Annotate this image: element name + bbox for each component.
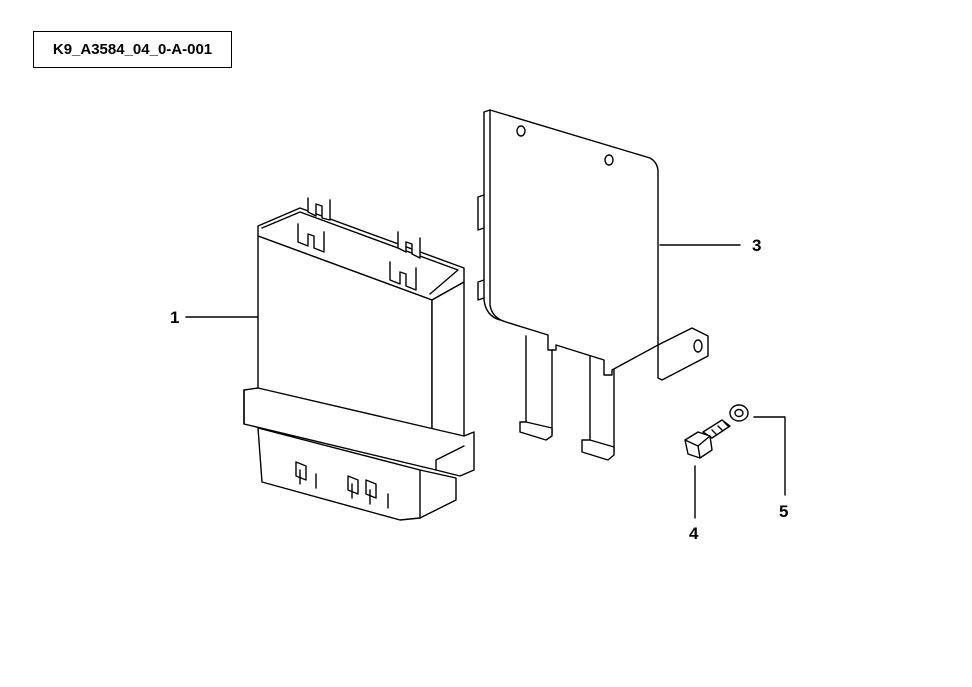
- part-4-hex-bolt: [684, 419, 731, 519]
- part-1-control-module: [185, 197, 475, 521]
- part-3-mounting-bracket: [477, 109, 741, 461]
- callout-5: 5: [779, 502, 788, 521]
- callout-4: 4: [689, 524, 699, 543]
- drawing-id-text: K9_A3584_04_0-A-001: [52, 41, 213, 58]
- part-5-washer: [729, 404, 786, 496]
- callout-1: 1: [170, 308, 179, 327]
- callout-3: 3: [752, 236, 761, 255]
- drawing-id-box: K9_A3584_04_0-A-001: [33, 31, 232, 68]
